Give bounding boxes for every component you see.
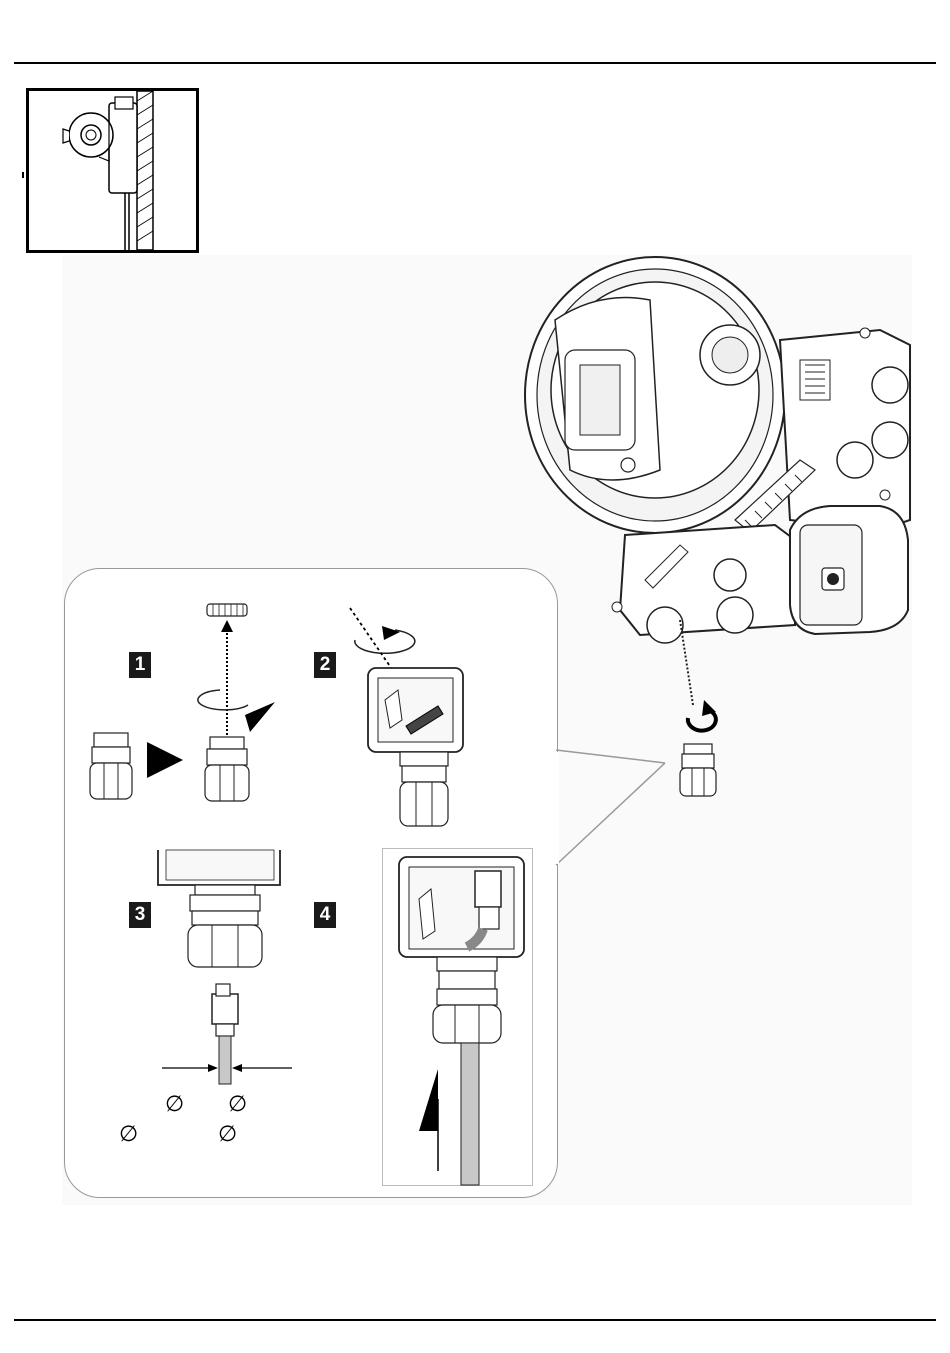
step-4-panel — [382, 848, 533, 1186]
diameter-symbol-1: ∅ — [165, 1094, 184, 1116]
direction-arrow-icon — [419, 1069, 438, 1131]
diameter-symbol-3: ∅ — [119, 1124, 138, 1146]
diameter-symbol-2: ∅ — [228, 1094, 247, 1116]
diameter-symbol-4: ∅ — [218, 1124, 237, 1146]
rj45-connector-icon — [212, 984, 238, 1036]
step-4-illustration — [383, 849, 534, 1187]
